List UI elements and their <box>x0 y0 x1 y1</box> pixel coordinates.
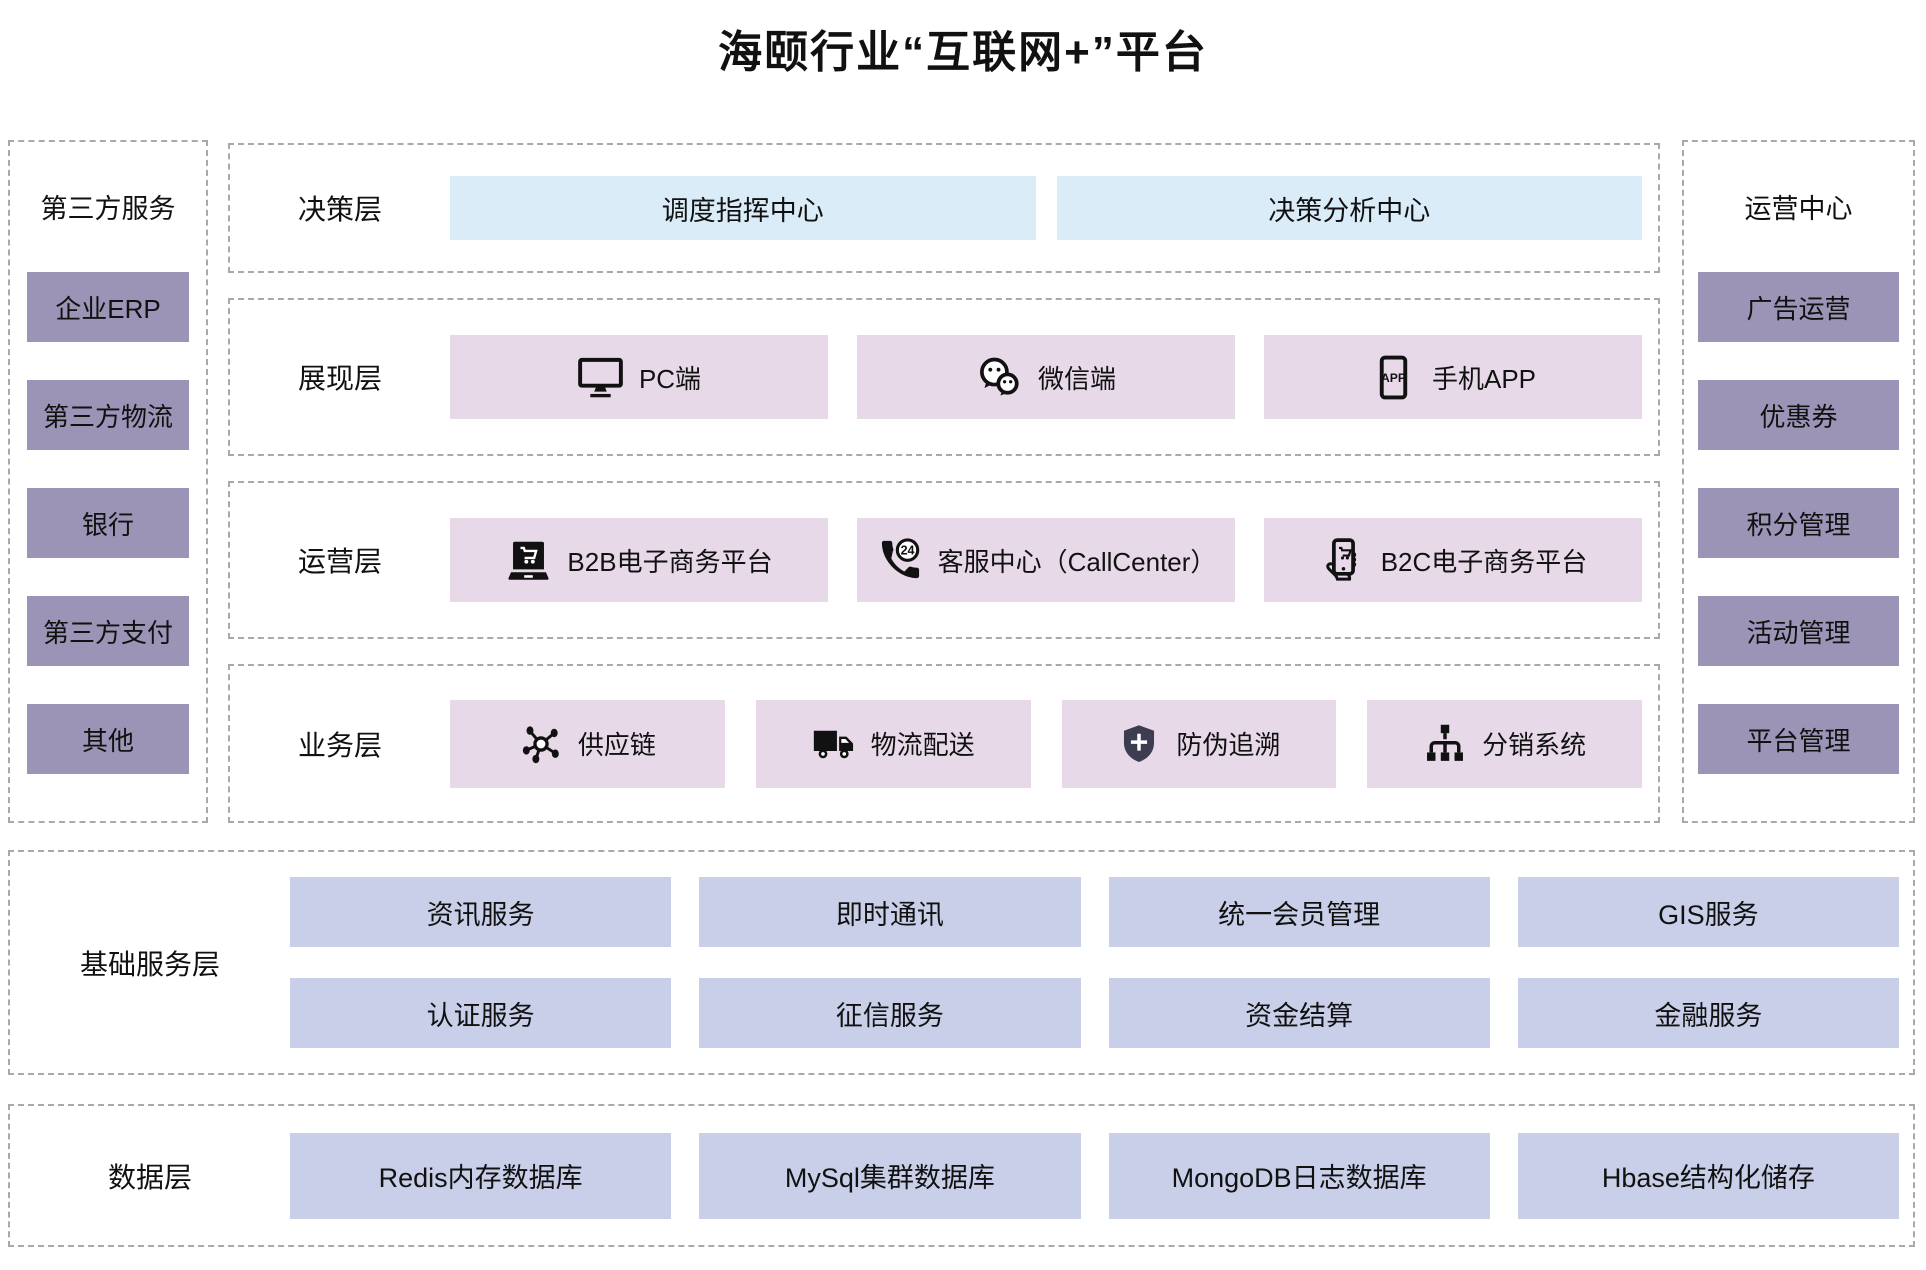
b2c-ecommerce-label: B2C电子商务平台 <box>1380 546 1588 577</box>
page-title: 海颐行业“互联网+”平台 <box>718 28 1208 77</box>
svg-text:24: 24 <box>900 543 914 557</box>
mobile-app-icon: APP <box>1370 354 1417 401</box>
third-party-items: 企业ERP 第三方物流 银行 第三方支付 其他 <box>27 272 189 774</box>
base-services-grid: 资讯服务 即时通讯 统一会员管理 GIS服务 认证服务 征信服务 资金结算 金融… <box>290 877 1913 1048</box>
call-center-label: 客服中心（CallCenter） <box>937 546 1217 577</box>
operation-layer-row: 运营层 B2B电子商务平台 24 客服中心（CallCenter） B2C电子商… <box>228 481 1660 639</box>
coupon-item: 优惠券 <box>1698 380 1899 450</box>
mobile-app-label: 手机APP <box>1431 363 1537 394</box>
logistics-delivery-box: 物流配送 <box>755 699 1031 788</box>
gis-service-box: GIS服务 <box>1517 877 1899 947</box>
shield-plus-icon <box>1117 722 1161 766</box>
decision-layer-boxes: 调度指挥中心 决策分析中心 <box>450 176 1658 240</box>
points-management-item: 积分管理 <box>1698 488 1899 558</box>
monitor-icon <box>577 354 624 401</box>
third-party-item-logistics: 第三方物流 <box>27 380 189 450</box>
data-layer-grid: Redis内存数据库 MySql集群数据库 MongoDB日志数据库 Hbase… <box>290 1132 1913 1219</box>
laptop-cart-icon <box>505 537 552 584</box>
network-hub-icon <box>519 722 563 766</box>
third-party-item-bank: 银行 <box>27 488 189 558</box>
credit-service-box: 征信服务 <box>699 978 1081 1048</box>
instant-messaging-box: 即时通讯 <box>699 877 1081 947</box>
operation-layer-boxes: B2B电子商务平台 24 客服中心（CallCenter） B2C电子商务平台 <box>450 518 1658 602</box>
mongodb-db-box: MongoDB日志数据库 <box>1108 1132 1490 1219</box>
pc-client-box: PC端 <box>450 335 828 419</box>
anti-counterfeit-box: 防伪追溯 <box>1061 699 1337 788</box>
operation-layer-label: 运营层 <box>297 546 382 577</box>
business-layer-boxes: 供应链 物流配送 防伪追溯 分销系统 <box>450 699 1658 788</box>
presentation-layer-row: 展现层 PC端 微信端 APP 手机APP <box>228 298 1660 456</box>
unified-member-management-box: 统一会员管理 <box>1108 877 1490 947</box>
fund-settlement-box: 资金结算 <box>1108 978 1490 1048</box>
wechat-client-label: 微信端 <box>1037 363 1116 394</box>
activity-management-item: 活动管理 <box>1698 596 1899 666</box>
pc-client-label: PC端 <box>638 363 702 394</box>
third-party-item-other: 其他 <box>27 704 189 774</box>
operation-center-panel-title: 运营中心 <box>1744 193 1853 224</box>
third-party-item-erp: 企业ERP <box>27 272 189 342</box>
business-layer-row: 业务层 供应链 物流配送 防伪追溯 <box>228 664 1660 823</box>
supply-chain-box: 供应链 <box>450 699 725 788</box>
platform-management-item: 平台管理 <box>1698 704 1899 774</box>
base-services-section: 基础服务层 资讯服务 即时通讯 统一会员管理 GIS服务 认证服务 征信服务 资… <box>8 850 1915 1075</box>
logistics-delivery-label: 物流配送 <box>870 730 975 760</box>
call-center-box: 24 客服中心（CallCenter） <box>857 518 1235 602</box>
auth-service-box: 认证服务 <box>290 978 672 1048</box>
anti-counterfeit-label: 防伪追溯 <box>1176 730 1281 760</box>
operation-center-panel: 运营中心 广告运营 优惠券 积分管理 活动管理 平台管理 <box>1682 140 1915 823</box>
finance-service-box: 金融服务 <box>1517 978 1899 1048</box>
decision-analysis-center-box: 决策分析中心 <box>1056 176 1642 240</box>
truck-icon <box>812 722 856 766</box>
b2b-ecommerce-label: B2B电子商务平台 <box>567 546 773 577</box>
third-party-panel-title: 第三方服务 <box>40 193 176 224</box>
presentation-layer-label: 展现层 <box>297 363 382 394</box>
ad-operation-item: 广告运营 <box>1698 272 1899 342</box>
dispatch-command-center-box: 调度指挥中心 <box>450 176 1036 240</box>
data-layer-label: 数据层 <box>107 1161 192 1193</box>
supply-chain-label: 供应链 <box>577 730 656 760</box>
business-layer-label: 业务层 <box>297 729 382 761</box>
wechat-icon <box>976 354 1023 401</box>
redis-db-box: Redis内存数据库 <box>290 1132 672 1219</box>
mobile-app-box: APP 手机APP <box>1264 335 1642 419</box>
distribution-system-box: 分销系统 <box>1367 699 1642 788</box>
decision-layer-row: 决策层 调度指挥中心 决策分析中心 <box>228 143 1660 273</box>
svg-text:APP: APP <box>1381 371 1406 385</box>
b2b-ecommerce-box: B2B电子商务平台 <box>450 518 828 602</box>
hbase-storage-box: Hbase结构化储存 <box>1517 1132 1899 1219</box>
decision-layer-label: 决策层 <box>297 194 382 225</box>
phone-24-icon: 24 <box>876 537 923 584</box>
b2c-ecommerce-box: B2C电子商务平台 <box>1264 518 1642 602</box>
mysql-db-box: MySql集群数据库 <box>699 1132 1081 1219</box>
third-party-services-panel: 第三方服务 企业ERP 第三方物流 银行 第三方支付 其他 <box>8 140 208 823</box>
presentation-layer-boxes: PC端 微信端 APP 手机APP <box>450 335 1658 419</box>
wechat-client-box: 微信端 <box>857 335 1235 419</box>
hand-phone-cart-icon <box>1319 537 1366 584</box>
data-layer-section: 数据层 Redis内存数据库 MySql集群数据库 MongoDB日志数据库 H… <box>8 1104 1915 1247</box>
operation-center-items: 广告运营 优惠券 积分管理 活动管理 平台管理 <box>1698 272 1899 774</box>
base-services-label: 基础服务层 <box>79 948 220 980</box>
info-service-box: 资讯服务 <box>290 877 672 947</box>
third-party-item-payment: 第三方支付 <box>27 596 189 666</box>
distribution-system-label: 分销系统 <box>1482 730 1587 760</box>
sitemap-icon <box>1423 722 1467 766</box>
